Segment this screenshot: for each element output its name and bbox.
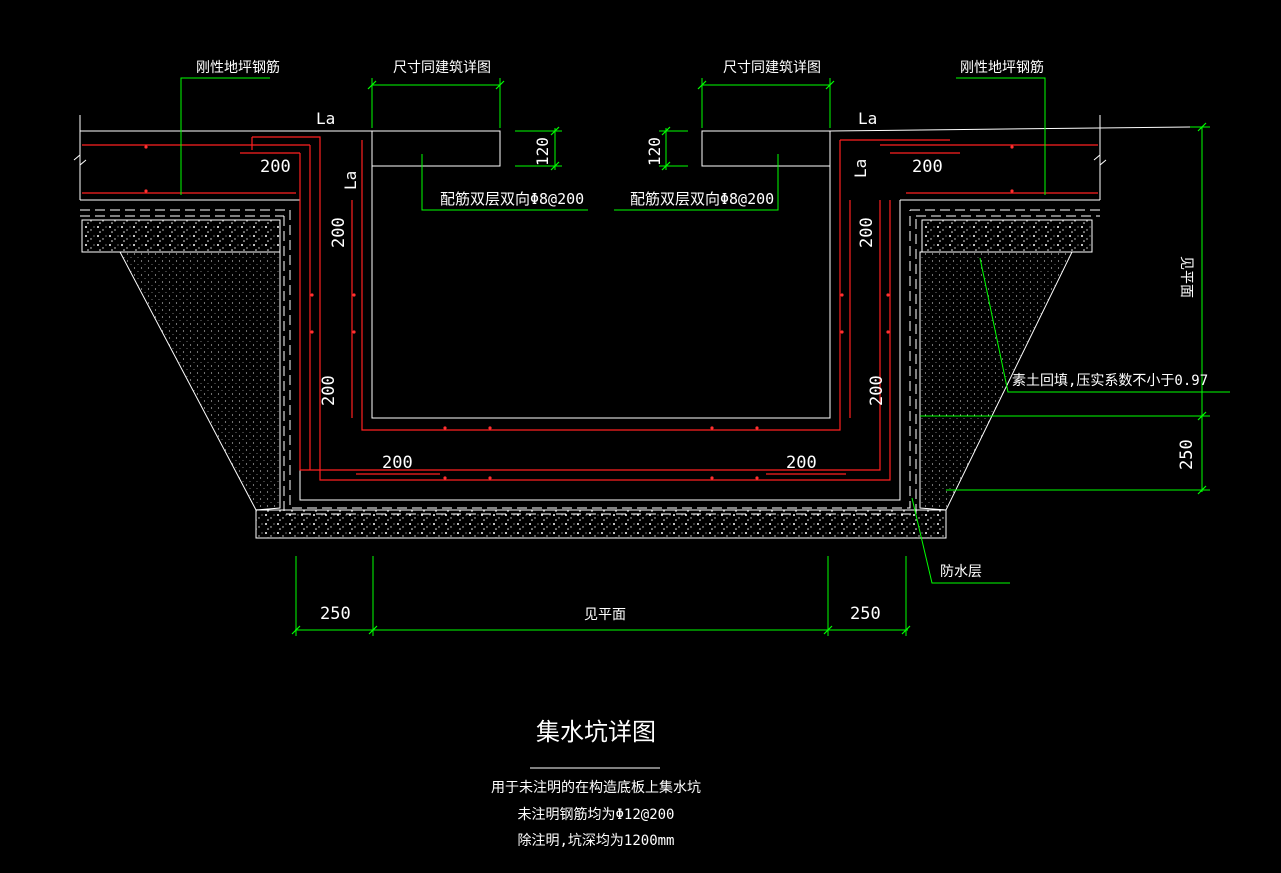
dim-200-wall-lower-right: 200 [867, 375, 887, 406]
see-plan-vertical-label: 见平面 [1178, 256, 1194, 298]
dim-200-top-right: 200 [912, 157, 943, 177]
la-label-vert-right: La [851, 159, 870, 178]
dim-120-right: 120 [645, 137, 664, 166]
dim-200-bottom-right: 200 [786, 453, 817, 473]
size-arch-label-right: 尺寸同建筑详图 [723, 60, 821, 76]
see-plan-bottom-label: 见平面 [584, 607, 626, 623]
rigid-rebar-label-right: 刚性地坪钢筋 [960, 59, 1044, 76]
drawing-title: 集水坑详图 [536, 718, 656, 746]
rebar [82, 136, 1098, 481]
dim-200-wall-upper-left: 200 [329, 217, 349, 248]
dim-200-wall-lower-left: 200 [319, 375, 339, 406]
la-label-top-right: La [858, 109, 877, 128]
note-line-2: 未注明钢筋均为Φ12@200 [517, 806, 674, 823]
dim-120-left: 120 [533, 137, 552, 166]
dim-200-wall-upper-right: 200 [857, 217, 877, 248]
dimension-lines [180, 77, 1230, 636]
title-block: 集水坑详图 用于未注明的在构造底板上集水坑 未注明钢筋均为Φ12@200 除注明… [491, 718, 701, 849]
cushion-layers [81, 219, 1093, 539]
rigid-rebar-label-left: 刚性地坪钢筋 [196, 59, 280, 76]
backfill-note: 素土回填,压实系数不小于0.97 [1012, 373, 1208, 389]
rebar-note-left: 配筋双层双向Φ8@200 [440, 190, 584, 208]
dim-200-bottom-left: 200 [382, 453, 413, 473]
dim-250-right: 250 [1177, 439, 1197, 470]
waterproof-label: 防水层 [940, 564, 982, 580]
la-label-top-left: La [316, 109, 335, 128]
note-line-3: 除注明,坑深均为1200mm [517, 833, 674, 849]
note-line-1: 用于未注明的在构造底板上集水坑 [491, 779, 701, 796]
labels: 刚性地坪钢筋 刚性地坪钢筋 尺寸同建筑详图 尺寸同建筑详图 La La La L… [196, 59, 1208, 624]
size-arch-label-left: 尺寸同建筑详图 [393, 60, 491, 76]
dim-250-bottom-left: 250 [320, 604, 351, 624]
dim-250-bottom-right: 250 [850, 604, 881, 624]
dim-200-top-left: 200 [260, 157, 291, 177]
rebar-note-right: 配筋双层双向Φ8@200 [630, 190, 774, 208]
soil-backfill [119, 251, 1073, 511]
la-label-vert-left: La [341, 171, 360, 190]
